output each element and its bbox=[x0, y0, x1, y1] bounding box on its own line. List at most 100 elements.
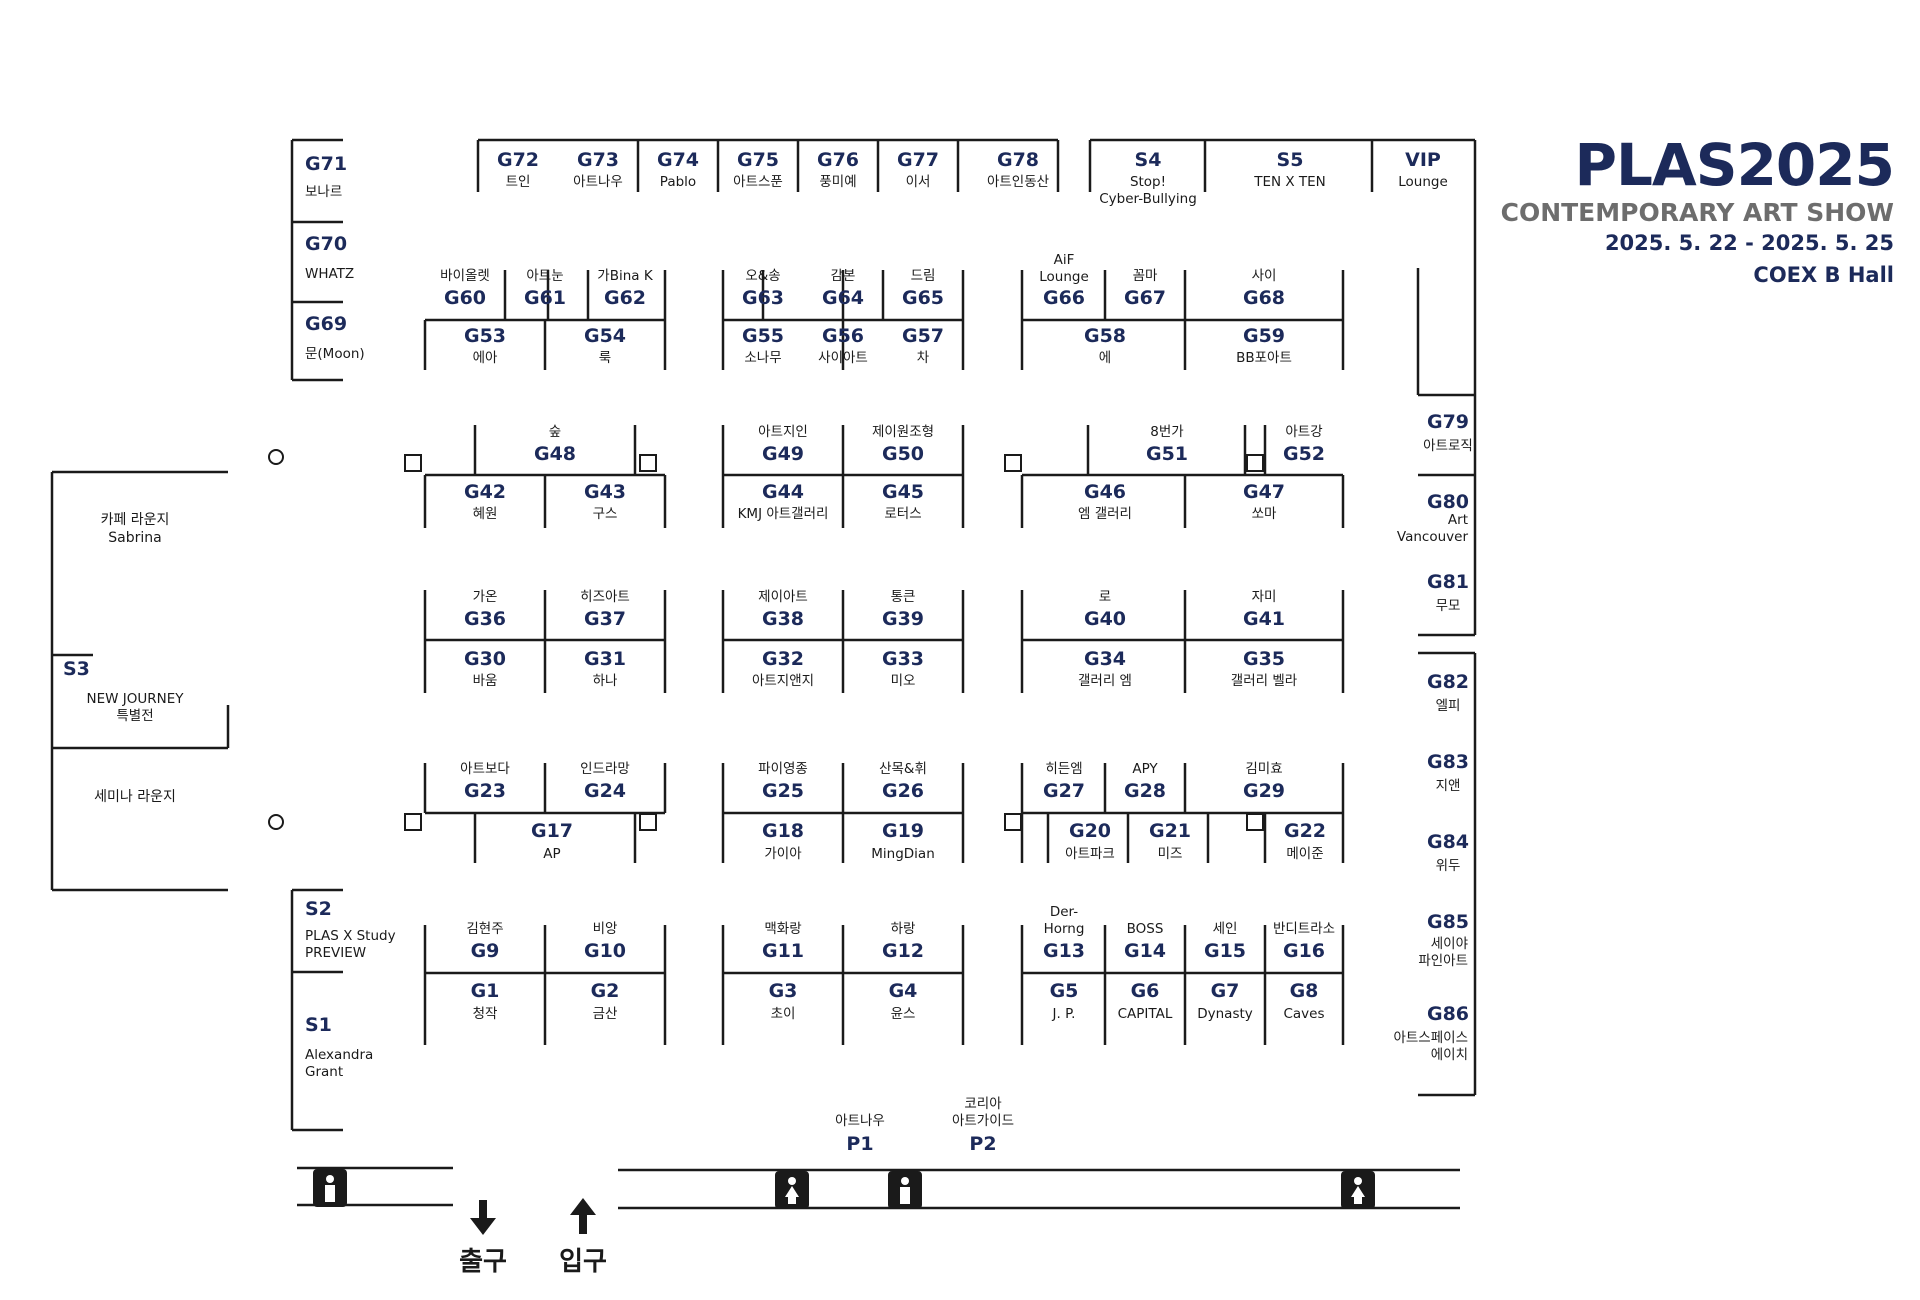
booth-g5[interactable]: G5J. P. bbox=[1050, 980, 1079, 1022]
restroom-female-icon[interactable] bbox=[775, 1171, 809, 1209]
exit-label[interactable]: 출구 bbox=[459, 1247, 507, 1277]
restroom-female-icon[interactable] bbox=[1341, 1171, 1375, 1209]
restroom-male-icon[interactable] bbox=[888, 1171, 922, 1209]
entrance-label[interactable]: 입구 bbox=[559, 1247, 607, 1277]
restroom-male-icon[interactable] bbox=[313, 1169, 347, 1207]
